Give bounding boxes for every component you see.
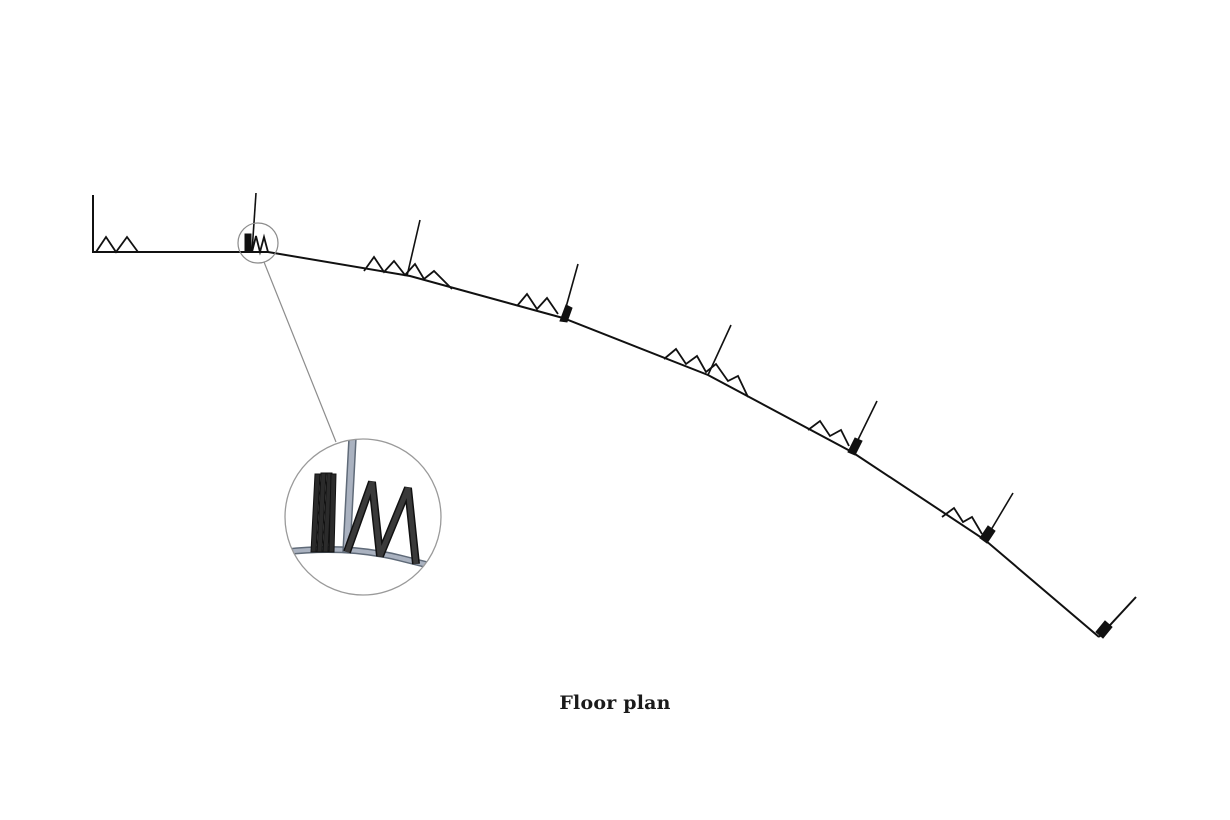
folded-panel (95, 235, 139, 254)
folded-panel (807, 419, 850, 447)
detail-marker (237, 222, 279, 264)
panel-stack (244, 233, 252, 253)
folded-panel (941, 506, 983, 535)
folded-panel (251, 233, 269, 256)
folding-panels (95, 235, 983, 535)
left-end-wall (92, 195, 268, 253)
panel-stack (559, 304, 573, 323)
panel-stack (847, 437, 863, 456)
stacked-panels (244, 233, 1113, 639)
folded-panel (516, 292, 559, 315)
folded-panel (363, 255, 453, 290)
leader-line (263, 261, 337, 443)
detail-callout (237, 222, 337, 443)
panel-stack (979, 525, 996, 544)
partition-panel (251, 192, 257, 253)
detail-folded-panels (343, 480, 420, 565)
drawing-caption: Floor plan (559, 692, 671, 714)
detail-panel-stack (310, 472, 337, 553)
panel-stack (1095, 620, 1113, 639)
partition-panel (406, 219, 421, 277)
detail-enlargement (284, 438, 442, 596)
folded-panel (663, 347, 749, 398)
detail-circle (284, 438, 442, 596)
